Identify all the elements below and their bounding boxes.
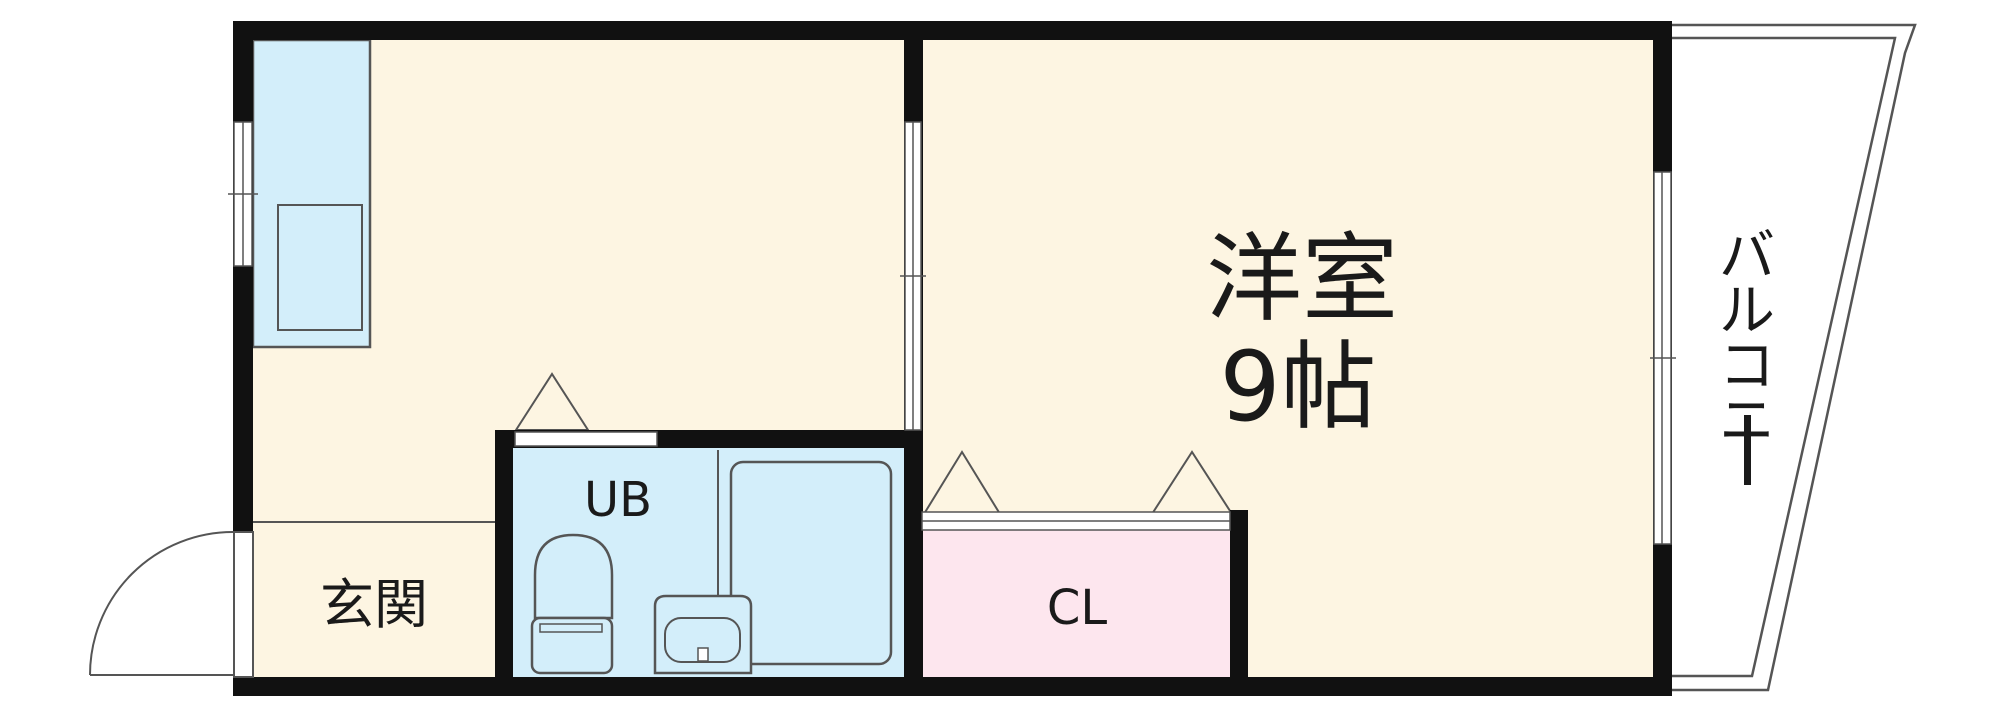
closet-floor (920, 530, 1230, 678)
entrance-door (89, 531, 254, 678)
balcony-label-char-5 (1744, 415, 1751, 485)
bathroom-label: UB (584, 472, 652, 528)
balcony-label-char-3: コ (1719, 334, 1775, 399)
western-room-size: 9帖 (1219, 331, 1376, 443)
openings (228, 121, 1676, 545)
closet-label: CL (1047, 580, 1108, 636)
kitchen-counter (251, 38, 372, 349)
balcony-label-char-1: バ (1719, 224, 1775, 289)
wash-basin (653, 594, 753, 675)
balcony-label: バ ル コ ニ (1719, 224, 1775, 485)
balcony (1666, 23, 1917, 692)
toilet (530, 533, 614, 675)
western-room-label: 洋室 (1206, 223, 1398, 335)
entrance-label: 玄関 (320, 573, 428, 636)
balcony-label-char-2: ル (1719, 279, 1775, 344)
